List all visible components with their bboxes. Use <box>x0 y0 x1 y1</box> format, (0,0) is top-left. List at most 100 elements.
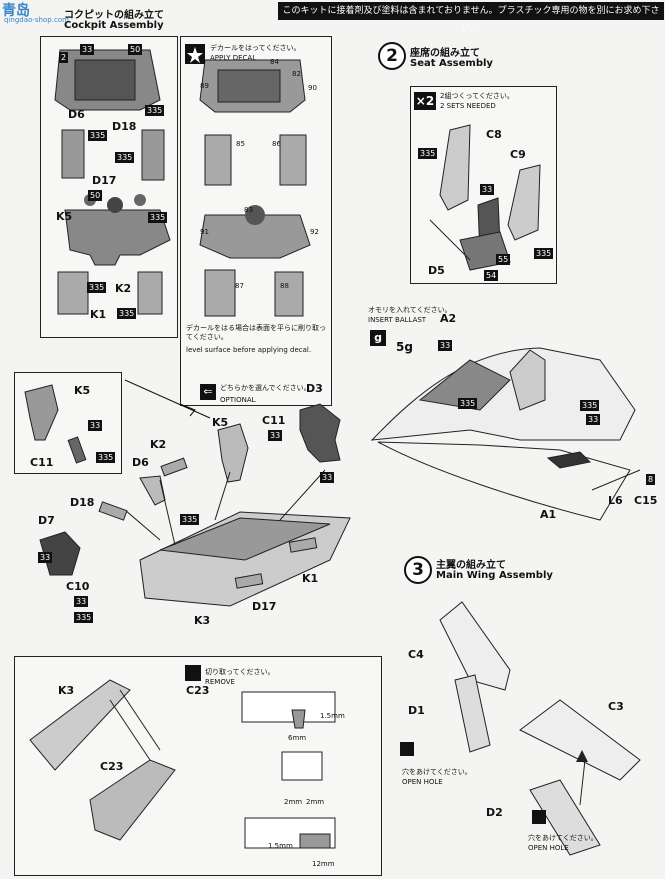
color-55: 55 <box>496 254 511 265</box>
decal-86: 86 <box>272 140 281 148</box>
color-335: 335 <box>180 514 200 525</box>
optional-jp: どちらかを選んでください。 <box>220 384 311 392</box>
color-33: 33 <box>38 552 53 563</box>
color-33: 33 <box>586 414 601 425</box>
label-k3: K3 <box>58 684 75 697</box>
open-hole-en: OPEN HOLE <box>402 778 443 786</box>
decal-85: 85 <box>236 140 245 148</box>
color-33: 33 <box>320 472 335 483</box>
section2-title-jp: 座席の組み立て <box>410 48 480 59</box>
label-l6: L6 <box>608 494 623 507</box>
section3-title-jp: 主翼の組み立て <box>436 560 506 571</box>
label-d2: D2 <box>486 806 503 819</box>
label-k1: K1 <box>302 572 319 585</box>
decal-92: 92 <box>310 228 319 236</box>
ballast-icon: g <box>370 330 386 346</box>
decal-88: 88 <box>280 282 289 290</box>
remove-en: REMOVE <box>205 678 235 686</box>
color-33: 33 <box>480 184 495 195</box>
decal-note-jp: デカールをはる場合は表面を平らに削り取ってください。 <box>186 324 326 341</box>
decal-83: 83 <box>244 206 253 214</box>
color-335: 335 <box>458 398 478 409</box>
section3-title-en: Main Wing Assembly <box>436 570 553 581</box>
label-d7: D7 <box>38 514 55 527</box>
label-d17: D17 <box>92 174 117 187</box>
apply-decal-jp: デカールをはってください。 <box>210 44 301 52</box>
label-c3: C3 <box>608 700 624 713</box>
decal-89: 89 <box>200 82 209 90</box>
color-335: 335 <box>145 105 165 116</box>
color-33: 33 <box>88 420 103 431</box>
label-k3: K3 <box>194 614 211 627</box>
color-335: 335 <box>74 612 94 623</box>
label-k5-inset: K5 <box>74 384 91 397</box>
watermark-logo: 青岛 <box>2 3 30 19</box>
color-335: 335 <box>534 248 554 259</box>
measure-1: 1.5mm <box>320 712 345 720</box>
color-335: 335 <box>88 130 108 141</box>
label-d5: D5 <box>428 264 445 277</box>
decal-84: 84 <box>270 58 279 66</box>
optional-en: OPTIONAL <box>220 396 256 404</box>
section3-number: 3 <box>404 556 432 584</box>
section2-number: 2 <box>378 42 406 70</box>
label-d1: D1 <box>408 704 425 717</box>
label-d18: D18 <box>112 120 137 133</box>
label-c23: C23 <box>100 760 124 773</box>
color-335: 335 <box>418 148 438 159</box>
qty-jp: 2組つくってください。 <box>440 92 514 100</box>
ballast-jp: オモリを入れてください。 <box>368 306 452 314</box>
optional-icon: ⇐ <box>200 384 216 400</box>
label-c11: C11 <box>262 414 286 427</box>
decal-90: 90 <box>308 84 317 92</box>
decal-note-en: level surface before applying decal. <box>186 346 312 354</box>
qty-badge: ×2 <box>414 92 436 110</box>
color-50: 50 <box>128 44 143 55</box>
label-c4: C4 <box>408 648 424 661</box>
color-54: 54 <box>484 270 499 281</box>
label-c10: C10 <box>66 580 90 593</box>
decal-82: 82 <box>292 70 301 78</box>
remove-jp: 切り取ってください。 <box>205 668 275 676</box>
measure-5: 1.5mm <box>268 842 293 850</box>
section2-title-en: Seat Assembly <box>410 58 493 69</box>
color-33: 33 <box>268 430 283 441</box>
label-d6: D6 <box>68 108 85 121</box>
section1-title-jp: コクピットの組み立て <box>64 10 164 21</box>
decal-87: 87 <box>235 282 244 290</box>
label-c8: C8 <box>486 128 502 141</box>
open-hole-en-2: OPEN HOLE <box>528 844 569 852</box>
measure-2: 6mm <box>288 734 307 742</box>
label-d18: D18 <box>70 496 95 509</box>
watermark-url: qingdao-shop.com <box>4 16 69 24</box>
label-k5: K5 <box>56 210 73 223</box>
label-c23-remove: C23 <box>186 684 210 697</box>
color-335: 335 <box>580 400 600 411</box>
color-33: 33 <box>438 340 453 351</box>
measure-3: 2mm <box>284 798 303 806</box>
ballast-weight: 5g <box>396 340 413 354</box>
label-c15: C15 <box>634 494 658 507</box>
label-d3: D3 <box>306 382 323 395</box>
label-a1: A1 <box>540 508 557 521</box>
label-k2: K2 <box>150 438 167 451</box>
color-335: 335 <box>87 282 107 293</box>
ballast-en: INSERT BALLAST <box>368 316 427 324</box>
measure-4: 2mm <box>306 798 325 806</box>
color-335: 335 <box>96 452 116 463</box>
part-num-2: 2 <box>59 52 69 63</box>
measure-6: 12mm <box>312 860 335 868</box>
decal-91: 91 <box>200 228 209 236</box>
label-d6: D6 <box>132 456 149 469</box>
label-c11-inset: C11 <box>30 456 54 469</box>
label-a2: A2 <box>440 312 457 325</box>
label-d17: D17 <box>252 600 277 613</box>
color-8: 8 <box>646 474 656 485</box>
